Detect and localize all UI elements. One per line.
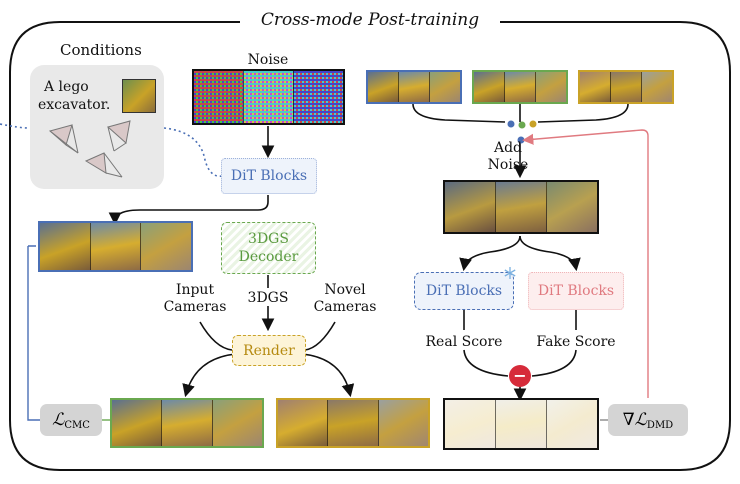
view-tile: [398, 72, 429, 102]
top-views-blue: [366, 70, 462, 104]
cmc-subscript: CMC: [64, 419, 90, 431]
view-tile: [368, 72, 398, 102]
novel-cameras-line-2: Cameras: [313, 299, 377, 315]
view-tile: [89, 223, 141, 270]
top-views-green: [472, 70, 568, 104]
prompt-line-1: A lego: [44, 79, 89, 95]
noise-tile: [293, 71, 343, 123]
view-tile: [495, 400, 546, 448]
view-tile: [495, 182, 546, 232]
view-tile: [546, 182, 597, 232]
difference-views: [443, 398, 599, 450]
view-tile: [580, 72, 610, 102]
view-tile: [140, 223, 191, 270]
view-tile: [445, 400, 495, 448]
conditions-heading: Conditions: [60, 41, 142, 59]
dit-blocks-real: DiT Blocks: [414, 272, 514, 310]
noise-tile: [194, 71, 243, 123]
add-noise-line-1: Add: [493, 140, 523, 156]
input-cameras-line-1: Input: [175, 282, 215, 298]
novel-cameras-line-1: Novel: [324, 282, 366, 298]
rendered-novel-views: [276, 398, 430, 448]
view-tile: [610, 72, 641, 102]
view-tile: [112, 400, 162, 446]
decoder-line-1: 3DGS: [248, 231, 289, 247]
prompt-line-2: excavator.: [38, 97, 111, 113]
view-tile: [327, 400, 378, 446]
view-tile: [641, 72, 672, 102]
generated-views: [38, 221, 193, 272]
diagram-title: Cross-mode Post-training: [240, 12, 500, 29]
view-tile: [474, 72, 504, 102]
dit-blocks-fake: DiT Blocks: [528, 272, 624, 310]
rendered-input-views: [110, 398, 264, 448]
view-tile: [546, 400, 597, 448]
view-tile: [278, 400, 328, 446]
noisy-views: [443, 180, 599, 234]
threedgs-decoder: 3DGS Decoder: [221, 222, 316, 274]
outer-frame: [9, 21, 731, 471]
view-tile: [40, 223, 90, 270]
noise-tile: [243, 71, 293, 123]
real-score-label: Real Score: [425, 334, 503, 350]
view-tile: [377, 400, 428, 446]
view-tile: [535, 72, 566, 102]
view-tile: [161, 400, 212, 446]
camera-icon: [48, 120, 131, 178]
input-cameras-line-2: Cameras: [163, 299, 227, 315]
noise-images: [192, 69, 345, 125]
decoder-line-2: Decoder: [238, 249, 299, 265]
conditions-panel: A lego excavator.: [30, 65, 164, 189]
noise-label: Noise: [247, 52, 289, 68]
top-views-gold: [578, 70, 674, 104]
dmd-symbol: ∇ℒ: [622, 410, 647, 430]
render-block: Render: [232, 335, 306, 366]
add-noise-line-2: Noise: [487, 157, 529, 173]
add-noise-label: Add Noise: [478, 140, 538, 174]
view-tile: [429, 72, 460, 102]
minus-circle-icon: −: [509, 365, 531, 387]
view-tile: [211, 400, 262, 446]
novel-cameras-label: Novel Cameras: [300, 282, 390, 316]
dit-blocks-main: DiT Blocks: [221, 158, 317, 194]
fake-score-label: Fake Score: [536, 334, 616, 350]
snowflake-icon: [504, 267, 516, 279]
threedgs-label: 3DGS: [247, 290, 289, 306]
cmc-symbol: ℒ: [52, 410, 65, 430]
view-tile: [504, 72, 535, 102]
input-cameras-label: Input Cameras: [150, 282, 240, 316]
dmd-subscript: DMD: [646, 419, 674, 431]
condition-image: [122, 79, 156, 113]
view-tile: [445, 182, 495, 232]
